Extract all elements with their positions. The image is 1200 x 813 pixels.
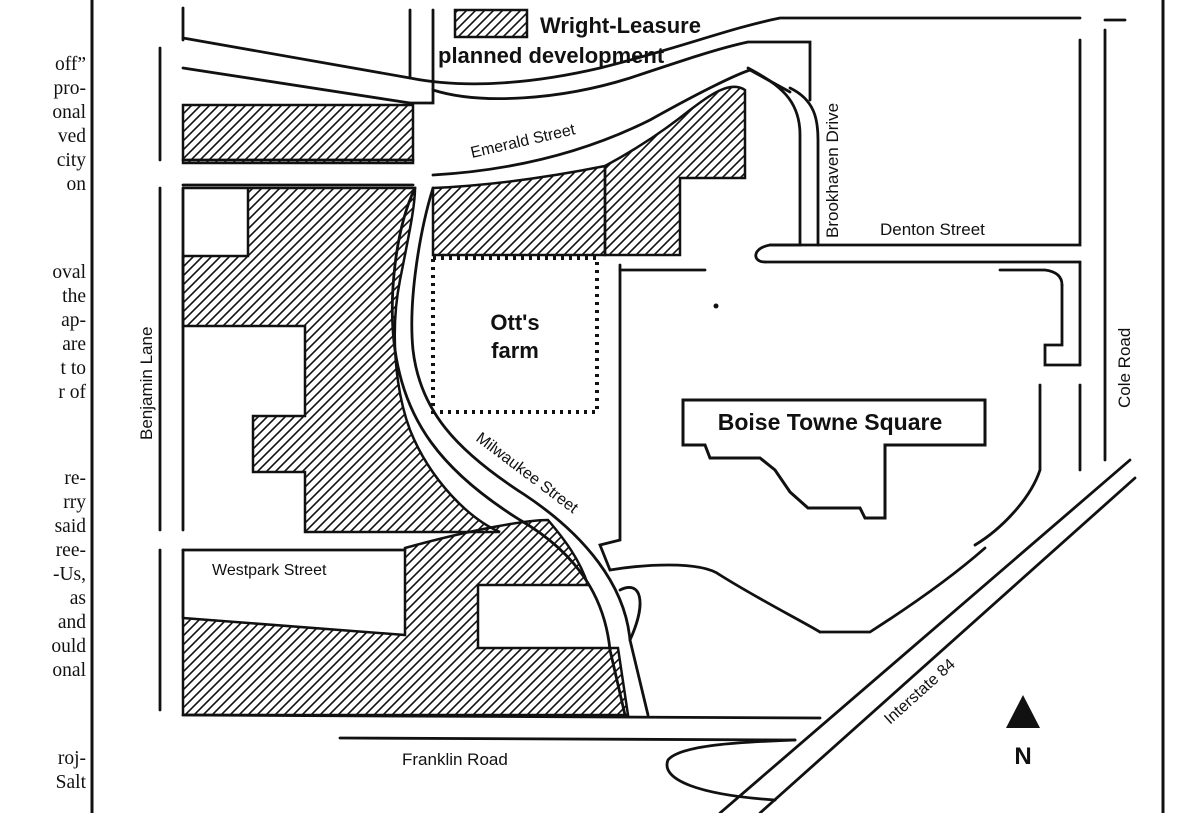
column-line: city — [56, 150, 86, 171]
franklin-road-loop — [665, 738, 797, 802]
milwaukee-street-east — [410, 186, 650, 717]
benjamin-lane-label: Benjamin Lane — [137, 327, 156, 440]
column-line: pro- — [53, 78, 87, 99]
otts-farm-label-line1: Ott's — [490, 310, 539, 335]
cole-road-label: Cole Road — [1115, 328, 1134, 408]
column-line: off” — [54, 54, 86, 75]
boise-towne-square-outline — [681, 398, 987, 520]
parcel-emerald-south — [431, 164, 607, 257]
denton-cul-de-sac — [754, 243, 772, 264]
mall-ring-road — [598, 263, 822, 634]
column-line: ap- — [61, 310, 86, 331]
column-line: roj- — [57, 748, 86, 769]
column-line: re- — [64, 468, 86, 489]
mall-label: Boise Towne Square — [718, 409, 943, 435]
column-line: -Us, — [52, 564, 86, 585]
mall-ring-road-ne — [1043, 283, 1082, 367]
column-line: ould — [51, 636, 86, 657]
column-line: r of — [58, 382, 86, 403]
interstate-84-north — [718, 458, 1132, 813]
westpark-street-label: Westpark Street — [212, 562, 327, 579]
map-frame — [90, 0, 1165, 813]
emerald-street-label: Emerald Street — [469, 121, 577, 162]
interstate-84-label: Interstate 84 — [881, 656, 959, 728]
column-line: on — [66, 174, 87, 195]
column-line: the — [62, 286, 86, 307]
column-line: said — [54, 516, 86, 537]
franklin-road-label: Franklin Road — [402, 750, 508, 769]
column-line: as — [69, 588, 86, 609]
column-line: onal — [52, 660, 86, 681]
emerald-street-north-edge — [181, 16, 1082, 86]
legend-hatch-swatch — [453, 8, 529, 39]
otts-farm-label-line2: farm — [491, 338, 539, 363]
north-arrow: N — [1006, 695, 1040, 770]
column-line: oval — [52, 262, 86, 283]
legend-title: Wright-Leasure — [540, 13, 701, 38]
column-line: Salt — [55, 772, 86, 793]
column-line: t to — [60, 358, 86, 379]
mall-ring-road-south — [818, 546, 987, 634]
denton-street-north — [768, 38, 1082, 247]
planned-development-parcels — [181, 85, 747, 717]
milwaukee-loop — [618, 586, 642, 642]
denton-street-label: Denton Street — [880, 220, 985, 239]
mall-ring-road-east — [973, 383, 1042, 547]
legend-subtitle: planned development — [438, 43, 665, 68]
mall-ring-road-ne-2 — [998, 268, 1064, 287]
legend: Wright-Leasure planned development — [438, 8, 701, 68]
map-dot — [713, 303, 719, 309]
franklin-road-south — [338, 736, 797, 742]
north-arrow-icon — [1006, 695, 1040, 728]
column-line: onal — [52, 102, 86, 123]
milwaukee-street-label: Milwaukee Street — [473, 430, 582, 518]
column-line: ved — [57, 126, 86, 147]
article-column-fragment: off” pro- onal ved city on oval the ap- … — [0, 0, 86, 813]
emerald-street-south-edge-2 — [431, 68, 792, 177]
parcel-east-of-farm — [603, 85, 747, 257]
franklin-road-north — [181, 713, 822, 720]
brookhaven-drive-label: Brookhaven Drive — [823, 103, 842, 238]
interstate-84-south — [758, 476, 1137, 813]
milwaukee-street-west — [390, 186, 627, 717]
parcel-west — [181, 186, 501, 534]
emerald-street-south-edge — [181, 40, 812, 105]
column-line: rry — [63, 492, 86, 513]
parcel-north-west — [181, 103, 415, 165]
otts-farm-boundary — [431, 256, 599, 414]
column-line: ree- — [55, 540, 86, 561]
column-line: are — [62, 334, 86, 355]
north-label: N — [1014, 743, 1031, 770]
parcel-south-west — [181, 518, 630, 717]
column-line: and — [57, 612, 86, 633]
brookhaven-drive-east — [788, 86, 820, 247]
brookhaven-drive-west — [746, 66, 802, 247]
